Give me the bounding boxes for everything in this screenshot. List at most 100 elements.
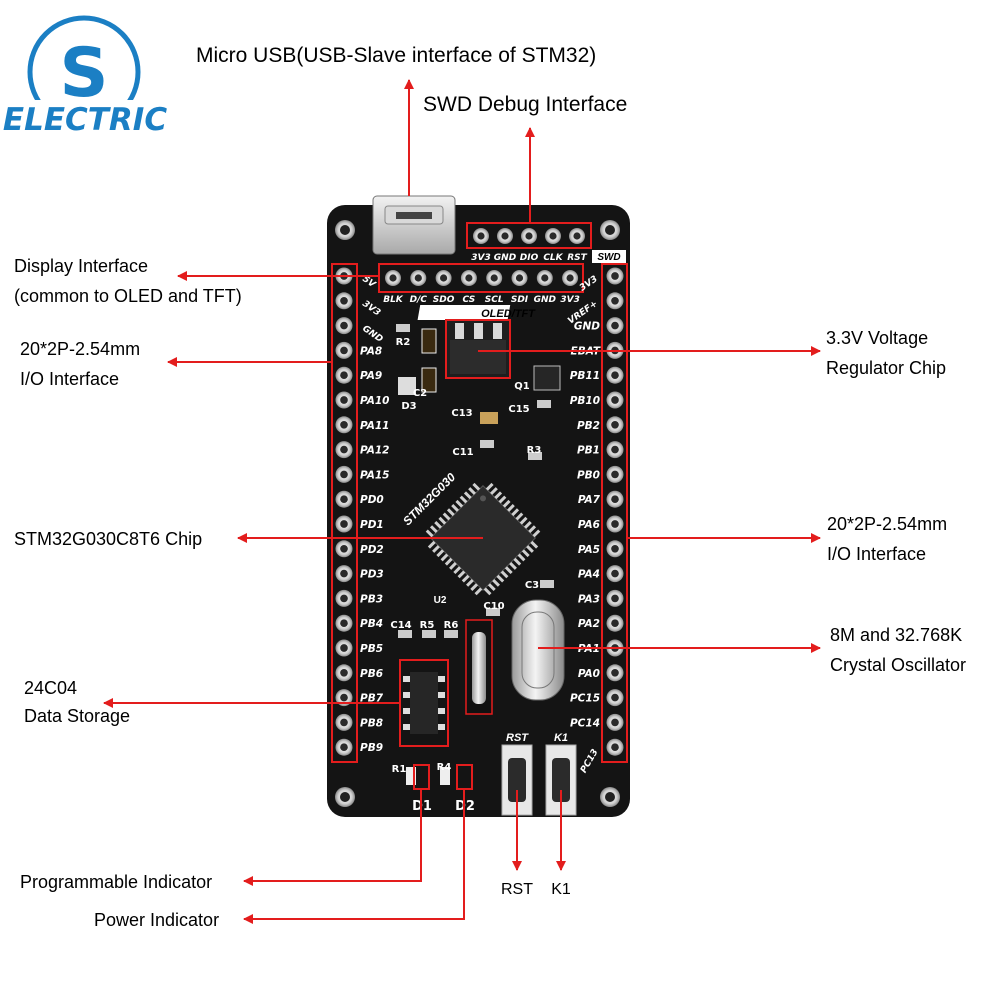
left-io-pin-label: PA9 [360, 370, 382, 382]
right-io-pin-label: PA4 [578, 569, 600, 581]
left-io-pin-label: PB9 [360, 742, 383, 754]
left-io-pin-label: PA10 [360, 395, 389, 407]
left-io-pin-label: PB4 [360, 618, 383, 630]
logo-text: ELECTRIC [3, 102, 167, 138]
component-label: R1 [392, 764, 407, 775]
right-io-pin-label: PA5 [578, 544, 600, 556]
rst-callout: RST [501, 881, 533, 898]
logo-letter: S [60, 34, 109, 113]
component-label: R5 [420, 620, 435, 631]
board-rst-label: RST [506, 732, 529, 744]
io-left-callout-line1: 20*2P-2.54mm [20, 339, 140, 359]
left-io-pin-label: PA11 [360, 420, 389, 432]
display-pin-label: CS [463, 295, 476, 305]
callout-labels: Micro USB(USB-Slave interface of STM32) … [14, 44, 966, 930]
right-io-pin-label: PA6 [578, 519, 600, 531]
left-io-pin-label: PA15 [360, 469, 389, 481]
left-io-pin-label: PB6 [360, 668, 383, 680]
component-label: Q1 [514, 381, 530, 392]
swd-pin-label: GND [494, 253, 517, 263]
swd-pin-label: CLK [543, 253, 563, 263]
u2-label: U2 [434, 595, 447, 606]
voltage-regulator-chip [445, 319, 511, 379]
left-io-pin-label: PA8 [360, 345, 382, 357]
left-io-pin-label: PD0 [360, 494, 384, 506]
display-pin-label: SDI [511, 295, 529, 305]
io-left-callout-line2: I/O Interface [20, 369, 119, 389]
component-label: C11 [452, 447, 473, 458]
left-io-header-box [331, 263, 358, 763]
component-label: C15 [508, 404, 529, 415]
component-label: C14 [390, 620, 411, 631]
right-io-pin-label: PC14 [570, 717, 600, 729]
right-io-pin-label: GND [574, 321, 600, 333]
k1-callout: K1 [551, 881, 571, 898]
component-label: C1 [424, 312, 438, 323]
right-io-pin-label: PB2 [577, 420, 600, 432]
swd-label: SWD [597, 252, 620, 263]
left-io-pin-label: PD3 [360, 569, 384, 581]
right-io-pin-label: PB10 [570, 395, 600, 407]
right-io-pin-label: PB11 [570, 370, 600, 382]
display-pin-label: SDO [433, 295, 455, 305]
swd-pin-label: RST [567, 253, 587, 263]
swd-pin-label: DIO [520, 253, 539, 263]
left-io-pin-label: PB8 [360, 717, 383, 729]
io-right-callout-line1: 20*2P-2.54mm [827, 514, 947, 534]
crystal-8m [511, 599, 565, 701]
left-io-pin-label: PD2 [360, 544, 384, 556]
storage-callout-line1: 24C04 [24, 678, 77, 698]
display-pin-label: 3V3 [560, 295, 580, 305]
display-pin-label: SCL [485, 295, 504, 305]
storage-callout-line2: Data Storage [24, 706, 130, 726]
right-io-pin-label: PA7 [578, 494, 601, 506]
chip-callout: STM32G030C8T6 Chip [14, 529, 202, 549]
regulator-callout-line1: 3.3V Voltage [826, 328, 928, 348]
callout-arrows [103, 79, 821, 924]
micro-usb-connector [372, 195, 456, 255]
regulator-callout-line2: Regulator Chip [826, 358, 946, 378]
component-label: R6 [444, 620, 459, 631]
component-label: C10 [483, 601, 504, 612]
display-callout-line2: (common to OLED and TFT) [14, 286, 242, 306]
swd-pin-label: 3V3 [471, 253, 491, 263]
component-label: R3 [527, 445, 542, 456]
rst-button [501, 744, 533, 816]
prog-indicator-callout: Programmable Indicator [20, 872, 212, 892]
left-io-pin-label: PB3 [360, 593, 383, 605]
electric-logo: S ELECTRIC [0, 15, 170, 138]
left-io-pin-label: PD1 [360, 519, 384, 531]
component-label: C2 [413, 388, 427, 399]
left-io-pin-label: PA12 [360, 445, 389, 457]
right-io-pin-label: PA2 [578, 618, 600, 630]
component-label: D3 [401, 401, 416, 412]
passive-components [396, 324, 561, 785]
prog-indicator-arrow [243, 789, 422, 886]
component-label: C13 [451, 408, 472, 419]
board-k1-label: K1 [554, 732, 568, 744]
right-io-pin-label: PB1 [577, 445, 600, 457]
right-io-header-box [601, 263, 628, 763]
power-indicator-callout: Power Indicator [94, 910, 219, 930]
right-io-pin-label: PA0 [578, 668, 600, 680]
display-pin-label: BLK [383, 295, 404, 305]
io-right-callout-line2: I/O Interface [827, 544, 926, 564]
component-label: R2 [396, 337, 411, 348]
power-indicator-arrow [243, 789, 465, 924]
display-pin-label: GND [534, 295, 557, 305]
display-callout-line1: Display Interface [14, 256, 148, 276]
crystal-callout-line2: Crystal Oscillator [830, 655, 966, 675]
right-io-pin-label: PB0 [577, 469, 600, 481]
crystal-callout-line1: 8M and 32.768K [830, 625, 962, 645]
component-label: C3 [525, 580, 539, 591]
display-header-box [378, 263, 584, 293]
left-io-pin-label: PB7 [360, 693, 384, 705]
crystal-32k [465, 619, 493, 715]
right-io-pin-label: PA3 [578, 593, 600, 605]
left-io-pin-label: PB5 [360, 643, 383, 655]
swd-callout: SWD Debug Interface [423, 93, 627, 116]
component-label: R4 [437, 762, 452, 773]
usb-callout: Micro USB(USB-Slave interface of STM32) [196, 44, 596, 67]
